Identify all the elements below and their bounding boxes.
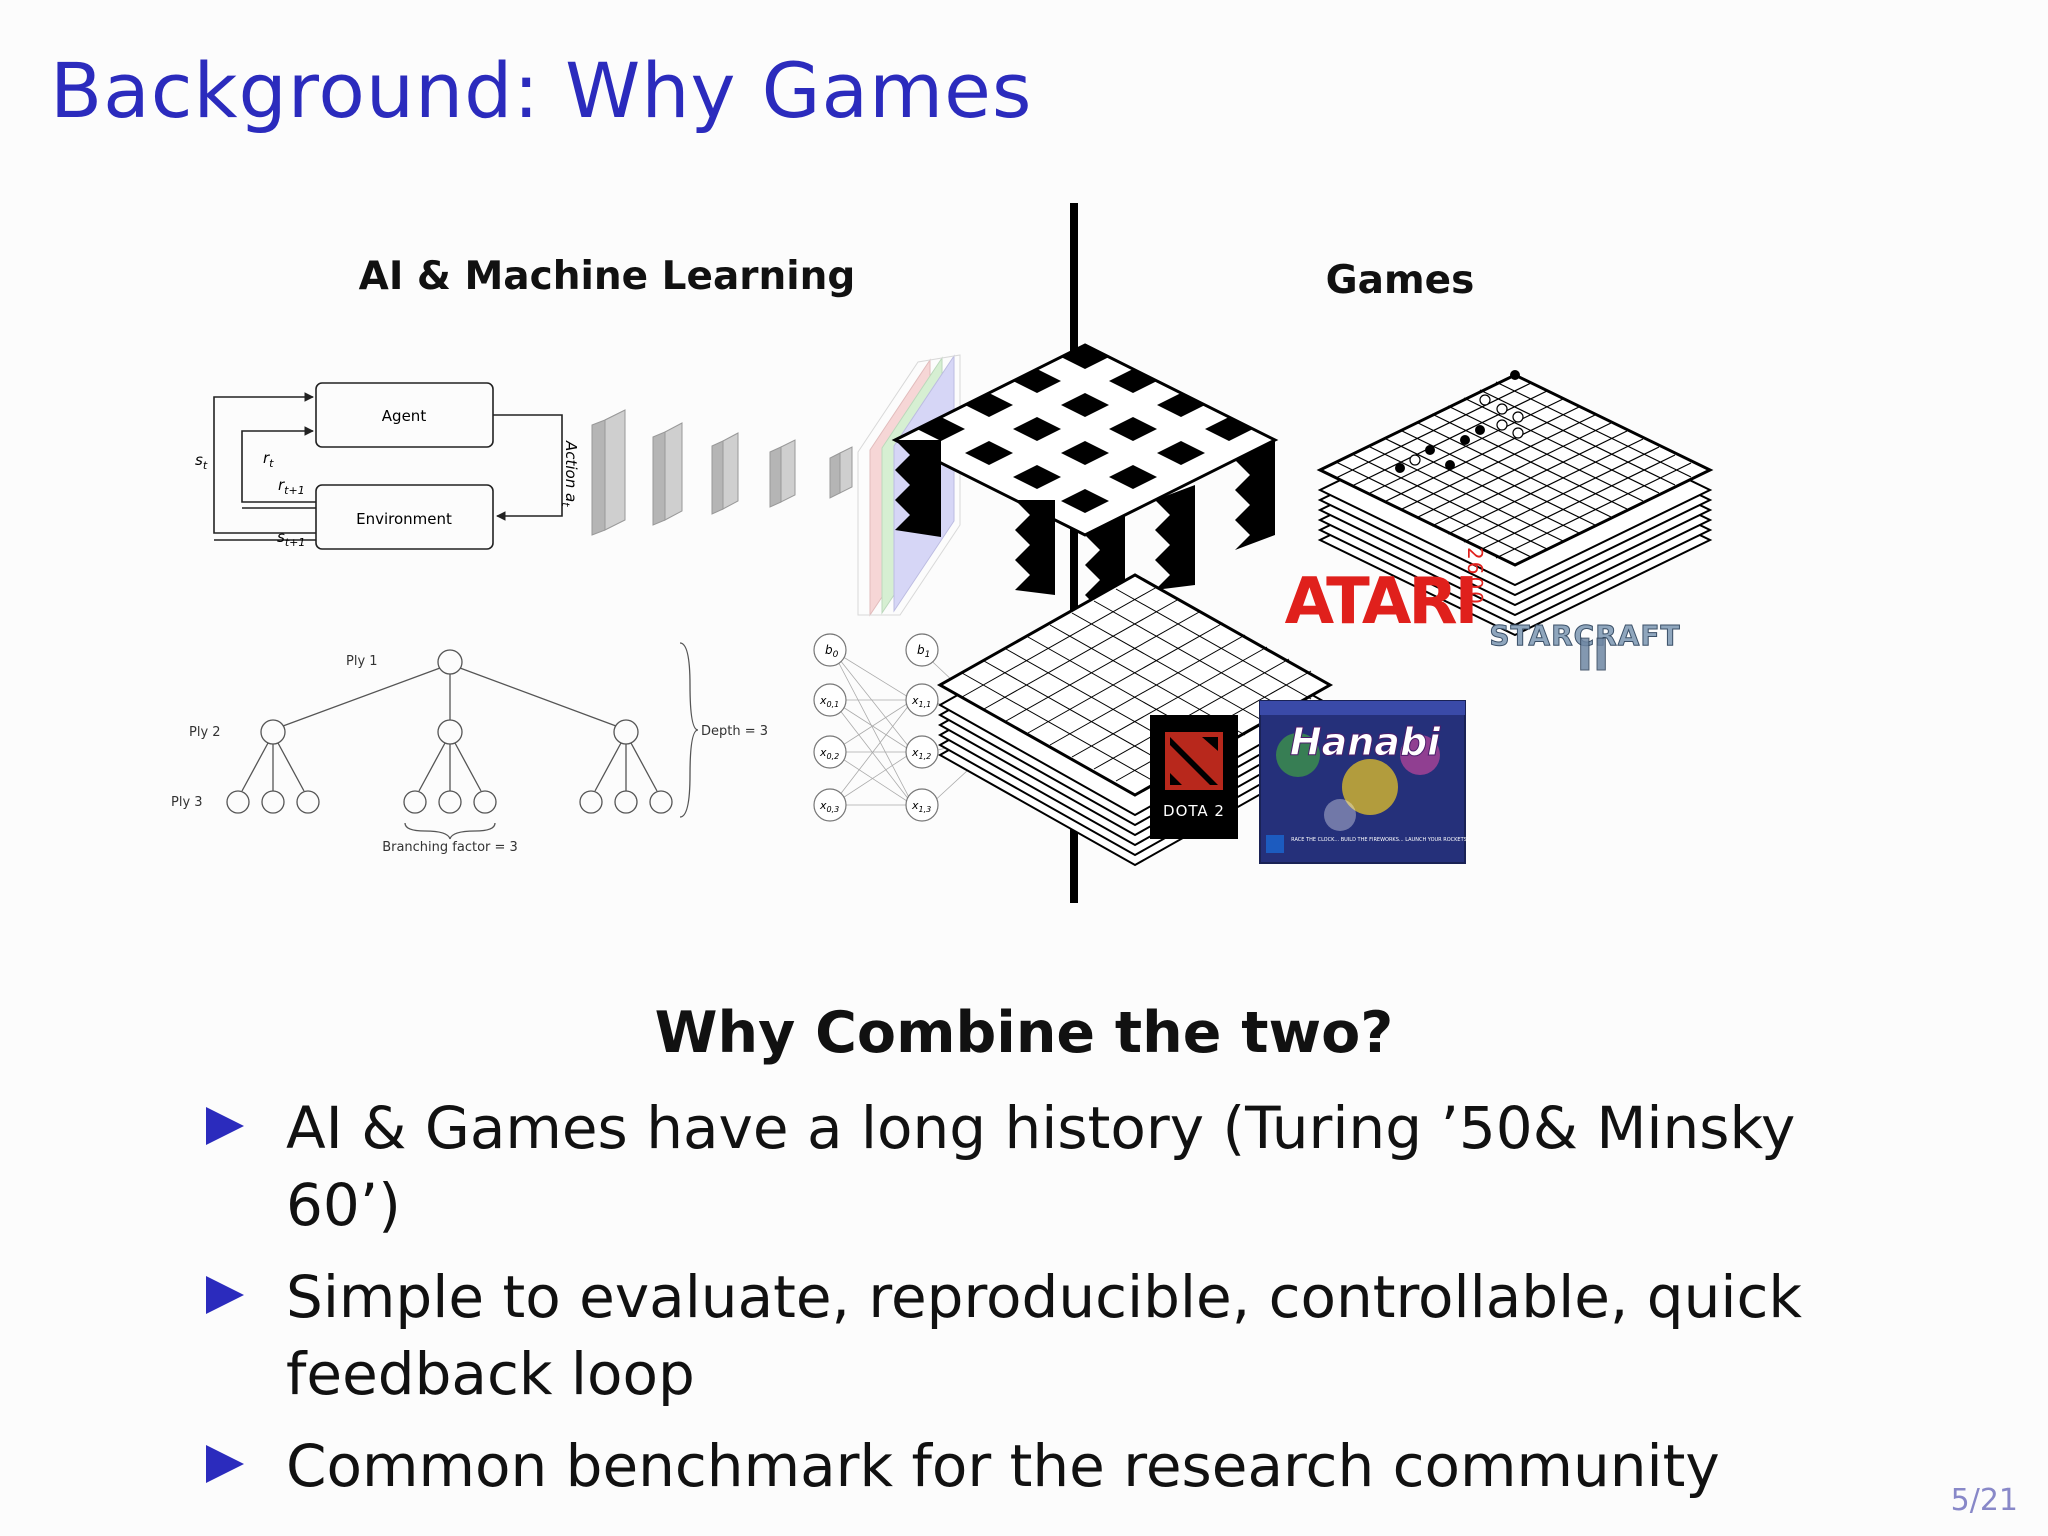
starcraft-logo: STARCRAFT II [1489, 619, 1680, 682]
slide-title: Background: Why Games [50, 46, 1033, 135]
nn-x12: x1,2 [911, 746, 931, 761]
bullet-text: Simple to evaluate, reproducible, contro… [286, 1263, 1802, 1408]
page-number: 5/21 [1950, 1483, 2018, 1518]
next-state-label: st+1 [277, 528, 305, 549]
nn-x11: x1,1 [911, 694, 931, 709]
depth-label: Depth = 3 [701, 724, 768, 739]
reward-label: rt [263, 449, 274, 470]
ply-1-label: Ply 1 [346, 654, 378, 669]
cnn-layers [591, 409, 853, 536]
triangle-bullet-icon [206, 1107, 244, 1145]
ply-3-label: Ply 3 [171, 795, 203, 810]
atari-logo: ATARI 2600 [1285, 547, 1487, 639]
svg-text:RACE THE CLOCK... BUILD THE FI: RACE THE CLOCK... BUILD THE FIREWORKS...… [1291, 837, 1469, 843]
nn-b0: b0 [825, 643, 839, 660]
bullet-item: Common benchmark for the research commun… [206, 1428, 1926, 1505]
games-heading: Games [1326, 258, 1475, 303]
bullet-item: AI & Games have a long history (Turing ’… [206, 1090, 1926, 1244]
svg-text:ATARI: ATARI [1285, 565, 1476, 639]
triangle-bullet-icon [206, 1276, 244, 1314]
svg-text:DOTA 2: DOTA 2 [1163, 802, 1225, 820]
nn-b1: b1 [917, 643, 930, 660]
bullet-text: Common benchmark for the research commun… [286, 1432, 1720, 1500]
state-label: st [195, 451, 208, 472]
svg-text:STARCRAFT: STARCRAFT [1489, 619, 1680, 652]
environment-label: Environment [356, 510, 452, 528]
nn-x13: x1,3 [911, 799, 931, 814]
ply-2-label: Ply 2 [189, 725, 221, 740]
svg-text:II: II [1577, 630, 1610, 681]
chess-board-image [891, 343, 1279, 625]
action-label: Action at [559, 440, 580, 507]
divider [1070, 203, 1078, 903]
branching-label: Branching factor = 3 [382, 840, 518, 855]
nn-x01: x0,1 [819, 694, 839, 709]
svg-text:Hanabi: Hanabi [1290, 720, 1441, 764]
rl-loop-diagram [213, 382, 563, 550]
neural-net-diagram [813, 633, 1025, 822]
svg-text:2600: 2600 [1463, 547, 1487, 606]
go-board-image [1316, 370, 1714, 637]
game-tree-diagram [226, 642, 699, 840]
triangle-bullet-icon [206, 1445, 244, 1483]
subheading: Why Combine the two? [654, 1000, 1394, 1066]
figure: AI & Machine Learning Games Agent Enviro… [171, 203, 1714, 903]
bullet-text: AI & Games have a long history (Turing ’… [286, 1094, 1796, 1239]
agent-label: Agent [382, 407, 427, 425]
hanabi-box-image: Hanabi RACE THE CLOCK... BUILD THE FIREW… [1259, 700, 1469, 864]
next-reward-label: rt+1 [278, 476, 305, 497]
nn-x02: x0,2 [819, 746, 839, 761]
dota-2-logo: DOTA 2 [1150, 715, 1238, 839]
cnn-feature-maps [857, 354, 961, 617]
bullet-list: AI & Games have a long history (Turing ’… [206, 1090, 1926, 1520]
bullet-item: Simple to evaluate, reproducible, contro… [206, 1259, 1926, 1413]
nn-x03: x0,3 [819, 799, 839, 814]
ai-ml-heading: AI & Machine Learning [359, 254, 856, 299]
